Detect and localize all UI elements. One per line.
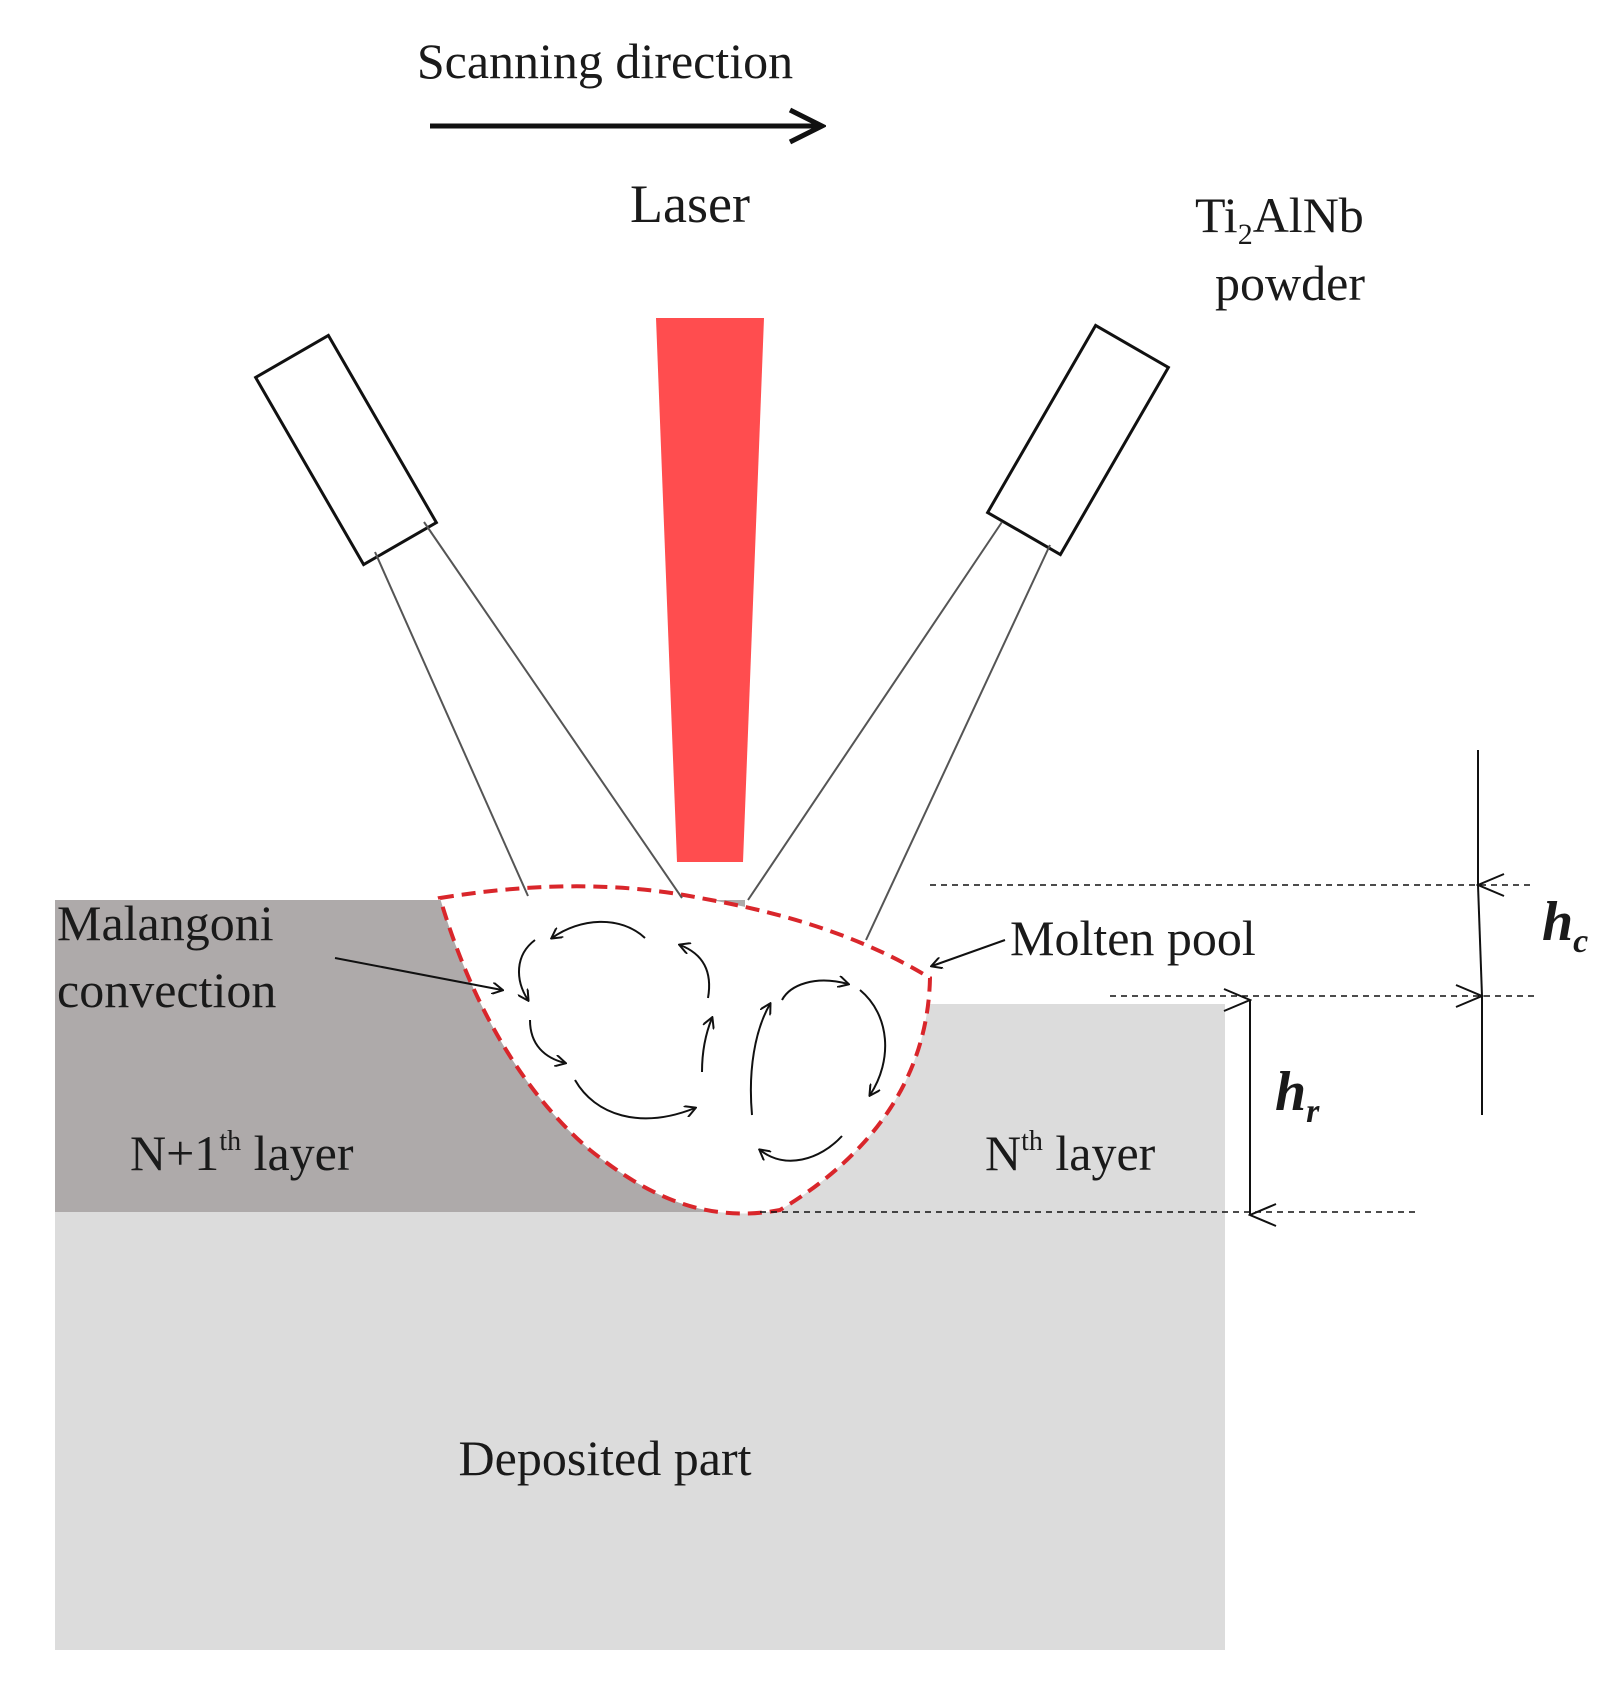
convection-arrow-6 xyxy=(701,1018,712,1073)
convection-arrow-9 xyxy=(749,1004,770,1116)
dimension-lines xyxy=(760,750,1535,1215)
convection-arrow-3 xyxy=(529,1019,565,1063)
convection-arrow-5 xyxy=(680,945,711,999)
n1-layer-label: N+1th layer xyxy=(130,1125,354,1181)
convection-arrow-4 xyxy=(574,1079,695,1120)
leader-lines xyxy=(334,939,1006,990)
convection-arrow-2 xyxy=(519,939,536,1000)
laser-label: Laser xyxy=(630,174,750,234)
right-powder-nozzle xyxy=(985,323,1171,557)
laser-beam xyxy=(656,318,764,862)
powder-streams xyxy=(374,521,1051,941)
hc-symbol: hc xyxy=(1542,891,1588,960)
deposited-part-label: Deposited part xyxy=(459,1430,752,1486)
scanning-direction-label: Scanning direction xyxy=(417,33,793,89)
nth-layer-label: Nth layer xyxy=(985,1125,1156,1181)
deposited-part-block xyxy=(55,1210,1225,1650)
convection-arrow-1 xyxy=(552,920,646,938)
convection-arrow-10 xyxy=(760,1135,843,1162)
molten-pool xyxy=(437,884,933,1216)
malangoni-label-line1: Malangoni xyxy=(57,895,274,951)
convection-arrow-8 xyxy=(859,989,887,1095)
hr-symbol: hr xyxy=(1275,1061,1320,1130)
convection-arrow-7 xyxy=(781,981,848,1001)
convection-arrows xyxy=(519,920,887,1162)
molten-pool-label: Molten pool xyxy=(1010,910,1256,966)
malangoni-label-line2: convection xyxy=(57,962,276,1018)
left-powder-nozzle xyxy=(253,333,439,567)
powder-formula-label: Ti2AlNb xyxy=(1195,187,1364,251)
powder-label: powder xyxy=(1215,255,1365,311)
